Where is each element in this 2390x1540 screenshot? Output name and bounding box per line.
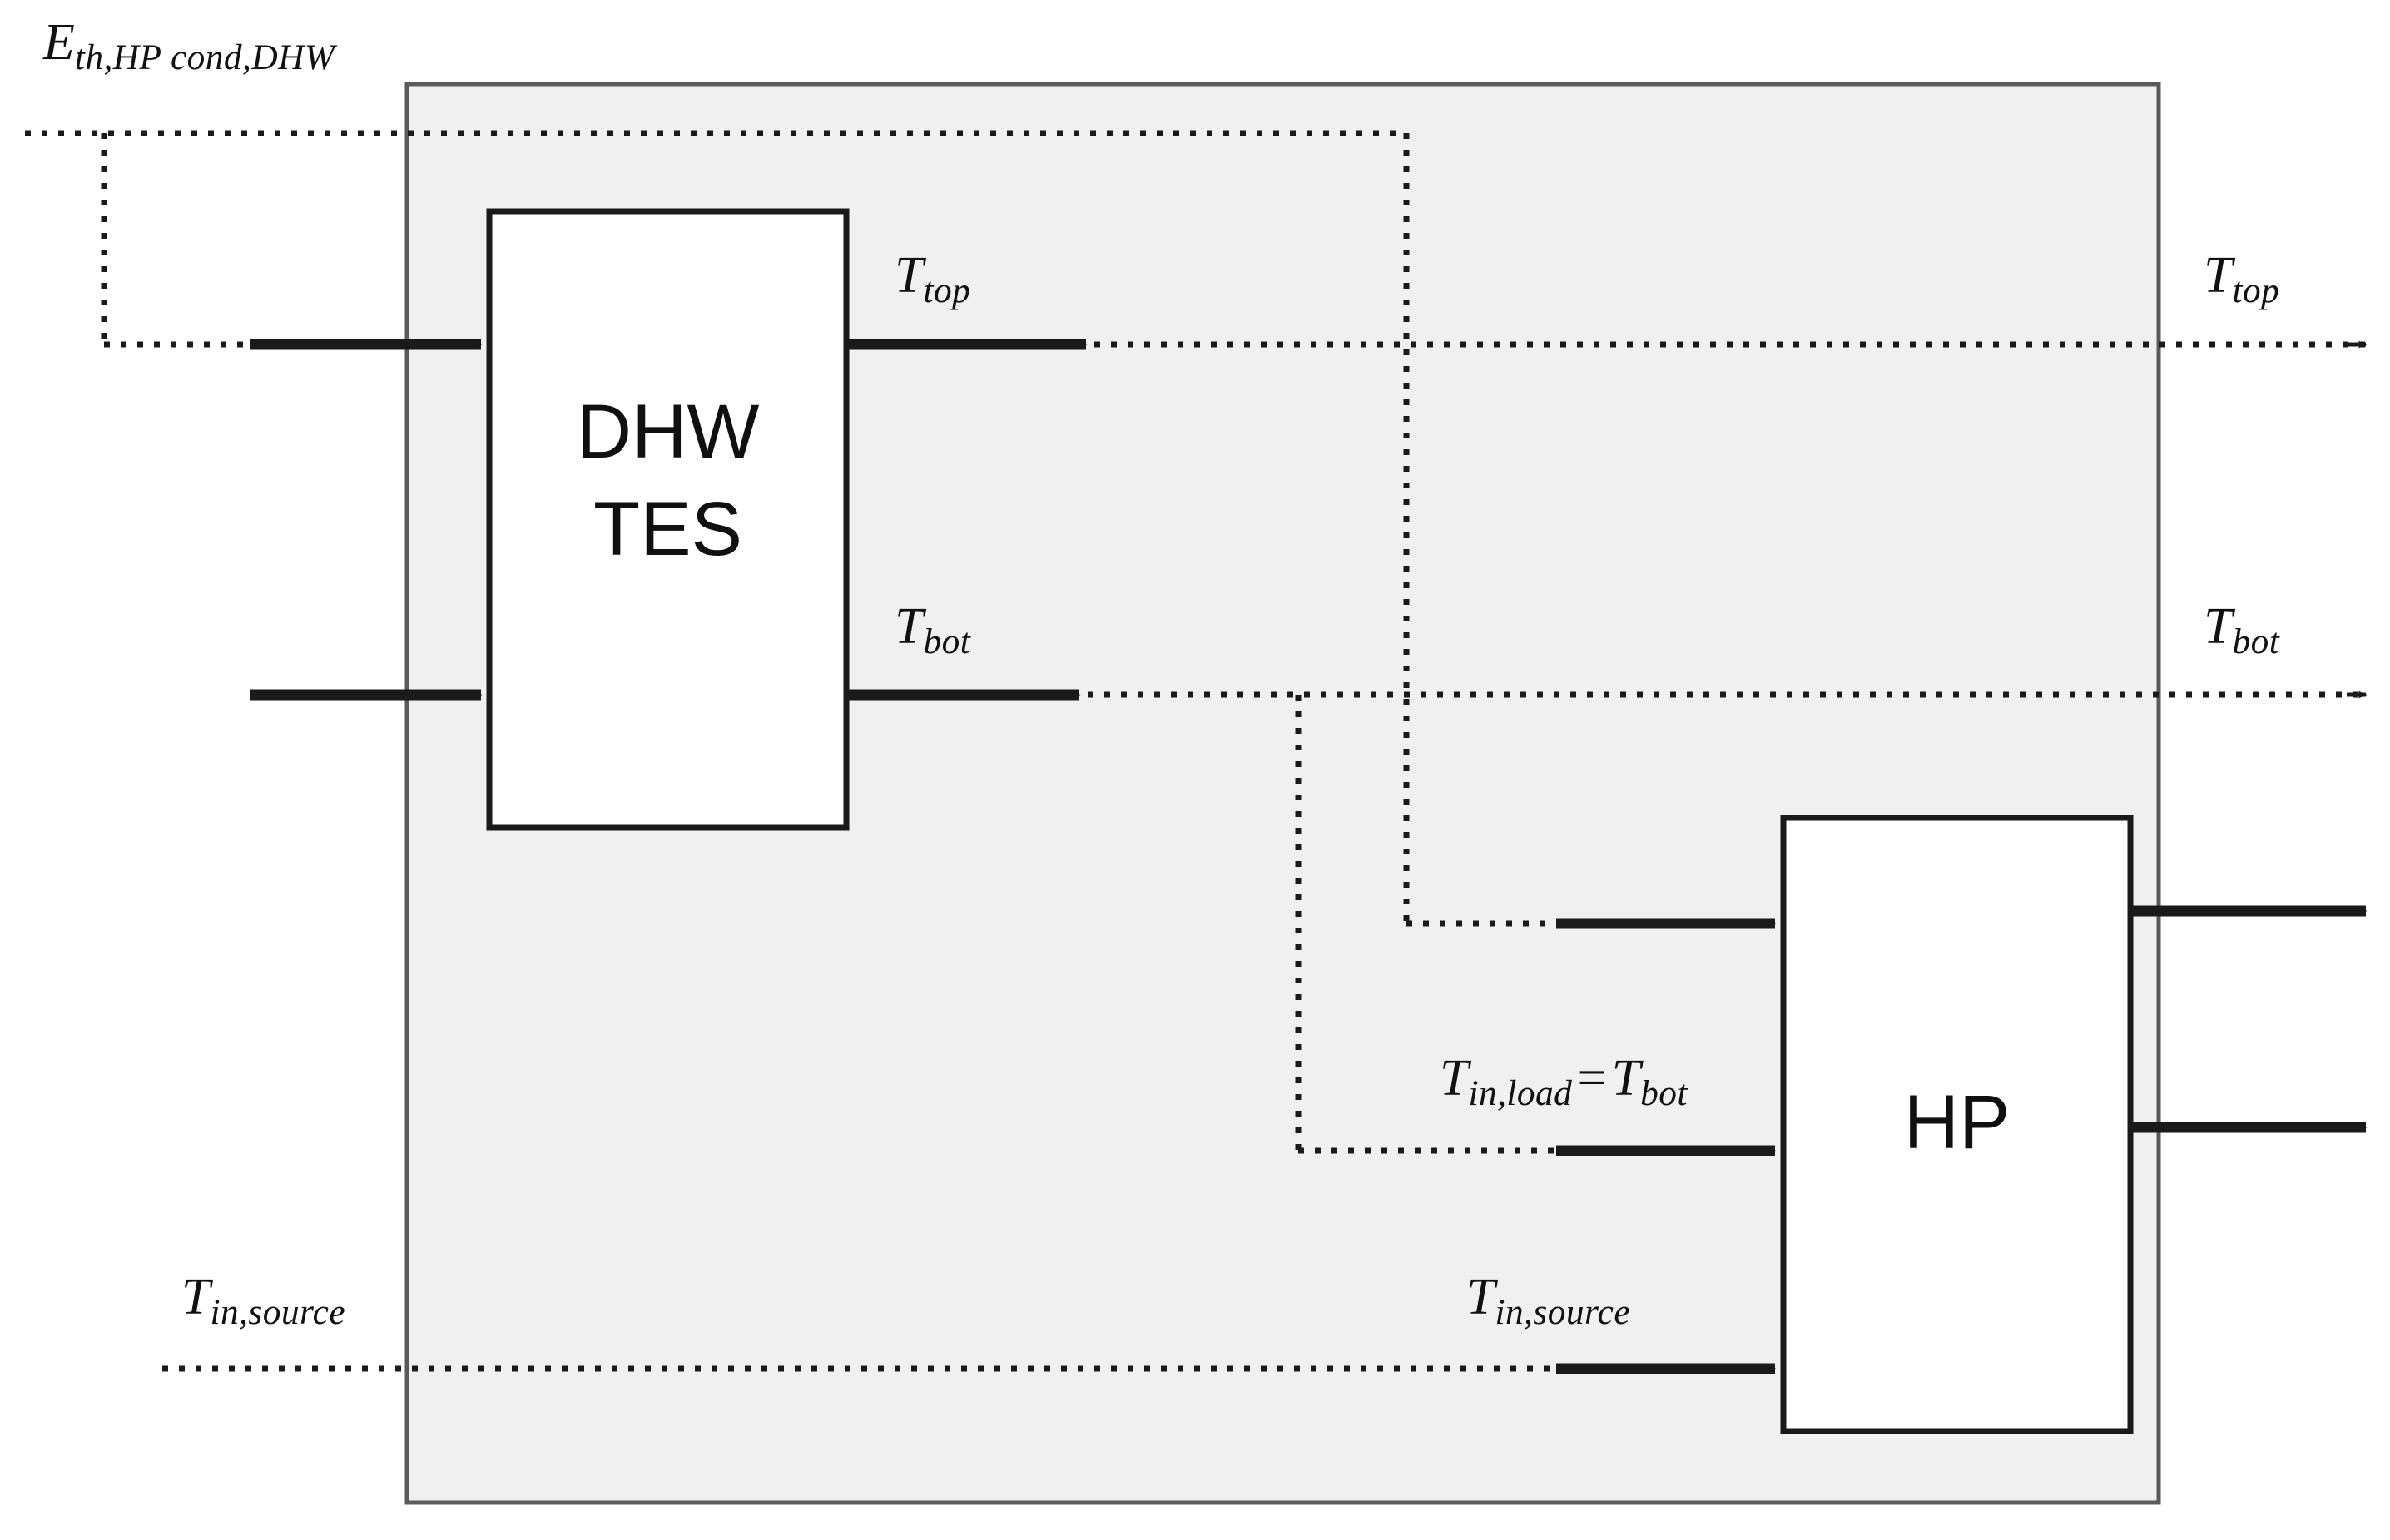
- label-energy-base: E: [43, 14, 75, 71]
- block-hp[interactable]: [1780, 815, 2134, 1434]
- label-t-in-source-hp-subscript: in,source: [1495, 1292, 1631, 1333]
- label-t-top-inner-base: T: [895, 247, 924, 304]
- label-t-bot-outer-base: T: [2204, 598, 2233, 655]
- block-dhw-tes-label-line1: DHW: [576, 389, 760, 474]
- solid-flow-arrows: [250, 339, 2368, 1374]
- label-t-top-outer-base: T: [2204, 247, 2233, 304]
- label-t-in-load-base2: T: [1611, 1050, 1641, 1107]
- block-dhw-tes-label: DHW TES: [489, 389, 846, 572]
- block-hp-label: HP: [1783, 1080, 2130, 1165]
- block-dhw-tes-label-line2: TES: [593, 487, 742, 572]
- block-dhw-tes[interactable]: [486, 208, 850, 831]
- label-t-top-inner: Ttop: [895, 247, 970, 309]
- label-t-in-source-left-subscript: in,source: [210, 1292, 346, 1333]
- label-t-in-source-left-base: T: [181, 1269, 211, 1325]
- label-t-in-load-equals: =: [1577, 1050, 1607, 1107]
- label-t-top-outer: Ttop: [2204, 247, 2279, 309]
- label-t-top-outer-subscript: top: [2232, 270, 2280, 311]
- label-energy-subscript: th,HP cond,DHW: [74, 37, 335, 78]
- label-t-bot-inner-subscript: bot: [923, 621, 971, 662]
- label-t-bot-outer: Tbot: [2204, 598, 2279, 660]
- dotted-signal-lines: [25, 130, 2365, 1372]
- label-t-bot-outer-subscript: bot: [2232, 621, 2280, 662]
- label-t-top-inner-subscript: top: [923, 270, 971, 311]
- label-t-in-load-base: T: [1440, 1050, 1469, 1107]
- label-t-in-load-subscript2: bot: [1640, 1073, 1688, 1114]
- dotted-terminal-arrowheads: [2347, 340, 2368, 699]
- label-t-bot-inner-base: T: [895, 598, 924, 655]
- label-t-in-source-left: Tin,source: [181, 1269, 345, 1330]
- label-t-in-source-hp-base: T: [1466, 1269, 1495, 1325]
- label-t-bot-inner: Tbot: [895, 598, 970, 660]
- label-energy-input: Eth,HP cond,DHW: [43, 14, 335, 76]
- label-t-in-load-subscript: in,load: [1468, 1073, 1573, 1114]
- block-hp-label-line1: HP: [1903, 1080, 2011, 1165]
- label-t-in-load: Tin,load=Tbot: [1440, 1050, 1688, 1112]
- label-t-in-source-hp: Tin,source: [1466, 1269, 1630, 1330]
